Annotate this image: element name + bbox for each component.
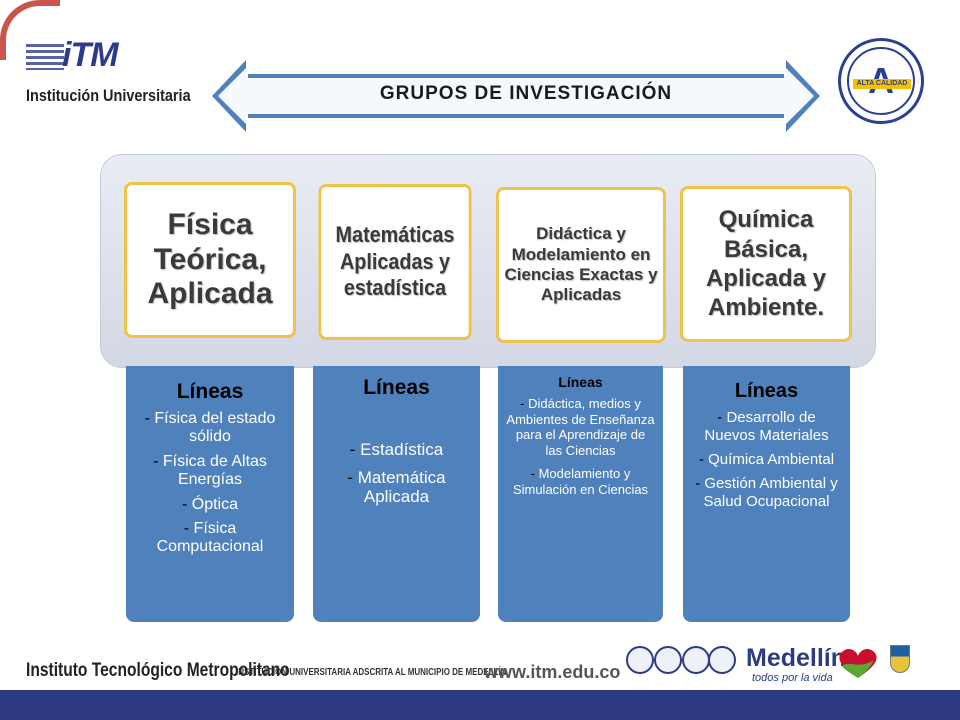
group-card-didactica: Didáctica y Modelamiento en Ciencias Exa…: [496, 187, 666, 343]
city-coat-of-arms-icon: [890, 645, 910, 673]
line-item: - Física del estado sólido: [144, 410, 276, 446]
page-title: GRUPOS DE INVESTIGACIÓN: [379, 83, 673, 104]
lines-column-quimica: Líneas - Desarrollo de Nuevos Materiales…: [683, 366, 850, 622]
certification-badge-icon: [682, 646, 710, 674]
line-item: - Física de Altas Energías: [153, 452, 267, 489]
lines-column-didactica: Líneas - Didáctica, medios y Ambientes d…: [498, 366, 663, 622]
lines-heading: Líneas: [176, 380, 244, 403]
line-item: - Didáctica, medios y Ambientes de Enseñ…: [506, 396, 655, 458]
group-name: Física Teórica, Aplicada: [147, 208, 273, 311]
double-arrow-icon: [212, 60, 820, 132]
group-name: Didáctica y Modelamiento en Ciencias Exa…: [504, 224, 658, 305]
itm-wordmark: iTM: [62, 36, 119, 74]
line-item: - Modelamiento y Simulación en Ciencias: [512, 466, 649, 497]
certification-badge-icon: [626, 646, 654, 674]
line-item: - Física Computacional: [156, 519, 264, 556]
footer-url-link[interactable]: www.itm.edu.co: [484, 662, 621, 682]
group-name: Matemáticas Aplicadas y estadística: [335, 222, 455, 301]
accreditation-seal-icon: A ALTA CALIDAD: [838, 38, 924, 124]
footer-institute: Instituto Tecnológico Metropolitano: [26, 660, 290, 681]
itm-logo: iTM Institución Universitaria: [26, 36, 191, 106]
lines-heading: Líneas: [734, 380, 799, 402]
group-card-matematicas: Matemáticas Aplicadas y estadística: [318, 184, 472, 340]
line-item: - Gestión Ambiental y Salud Ocupacional: [695, 475, 838, 510]
title-banner: GRUPOS DE INVESTIGACIÓN: [212, 60, 820, 132]
lines-column-fisica: Líneas - Física del estado sólido - Físi…: [126, 366, 294, 622]
lines-heading: Líneas: [558, 374, 603, 390]
line-item: - Estadística: [349, 440, 444, 459]
line-item: - Química Ambiental: [698, 451, 835, 468]
seal-band: ALTA CALIDAD: [853, 79, 911, 89]
institution-line: Institución Universitaria: [26, 86, 191, 105]
footer-bar: [0, 690, 960, 720]
itm-logo-stripes: [26, 44, 64, 70]
lines-column-matematicas: Líneas - Estadística - Matemática Aplica…: [313, 366, 480, 622]
medellin-brand: Medellín: [746, 644, 847, 672]
lines-heading: Líneas: [363, 376, 430, 399]
group-card-quimica: Química Básica, Aplicada y Ambiente.: [680, 186, 852, 342]
line-item: - Desarrollo de Nuevos Materiales: [704, 409, 829, 444]
medellin-slogan: todos por la vida: [752, 672, 833, 684]
certification-badge-icon: [654, 646, 682, 674]
group-card-fisica: Física Teórica, Aplicada: [124, 182, 296, 338]
line-item: - Óptica: [181, 495, 239, 513]
group-name: Química Básica, Aplicada y Ambiente.: [705, 206, 827, 322]
corner-accent: [0, 0, 60, 60]
line-item: - Matemática Aplicada: [347, 467, 446, 507]
medellin-heart-icon: [839, 649, 877, 678]
certification-badge-icon: [708, 646, 736, 674]
footer-subtitle: INSTITUCIÓN UNIVERSITARIA ADSCRITA AL MU…: [236, 667, 507, 678]
